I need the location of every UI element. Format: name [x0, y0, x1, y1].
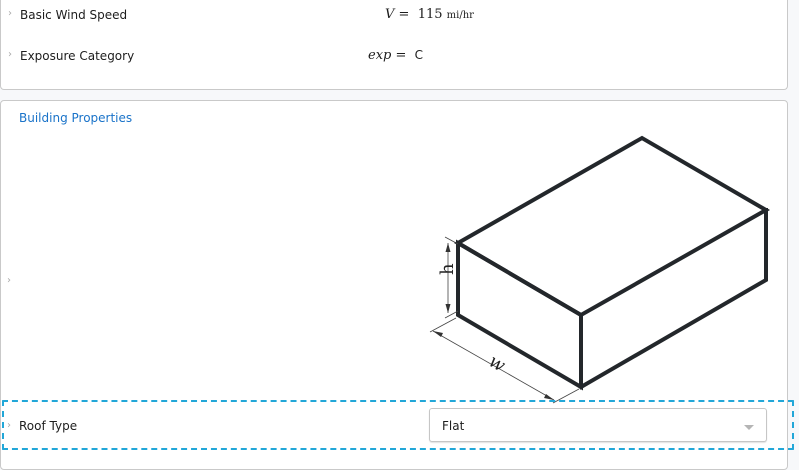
wind-inputs-card: › Basic Wind Speed V = 115 mi/hr › Expos…: [0, 0, 788, 90]
chevron-right-icon[interactable]: ›: [7, 420, 11, 431]
roof-type-selected-value: Flat: [442, 419, 465, 433]
wind-speed-symbol: V: [385, 7, 395, 22]
chevron-right-icon[interactable]: ›: [8, 8, 12, 19]
roof-type-label: Roof Type: [19, 419, 78, 433]
height-dimension-label: h: [437, 263, 458, 275]
exposure-symbol: exp: [368, 48, 392, 63]
wind-speed-unit: mi/hr: [446, 10, 474, 21]
roof-type-row-focus-outline: [2, 400, 794, 450]
roof-type-select[interactable]: Flat: [429, 408, 767, 442]
basic-wind-speed-label: Basic Wind Speed: [20, 8, 128, 22]
basic-wind-speed-value: V = 115 mi/hr: [385, 7, 474, 22]
chevron-right-icon[interactable]: ›: [7, 275, 11, 286]
building-diagram: h w: [429, 135, 771, 404]
exposure-category-label: Exposure Category: [20, 49, 135, 63]
building-properties-title[interactable]: Building Properties: [19, 111, 133, 125]
chevron-right-icon[interactable]: ›: [8, 49, 12, 60]
chevron-down-icon[interactable]: [744, 425, 754, 430]
width-dimension-label: w: [485, 351, 509, 377]
exposure-value: C: [414, 48, 424, 62]
wind-speed-number: 115: [417, 7, 443, 22]
exposure-category-value: exp = C: [368, 48, 424, 63]
